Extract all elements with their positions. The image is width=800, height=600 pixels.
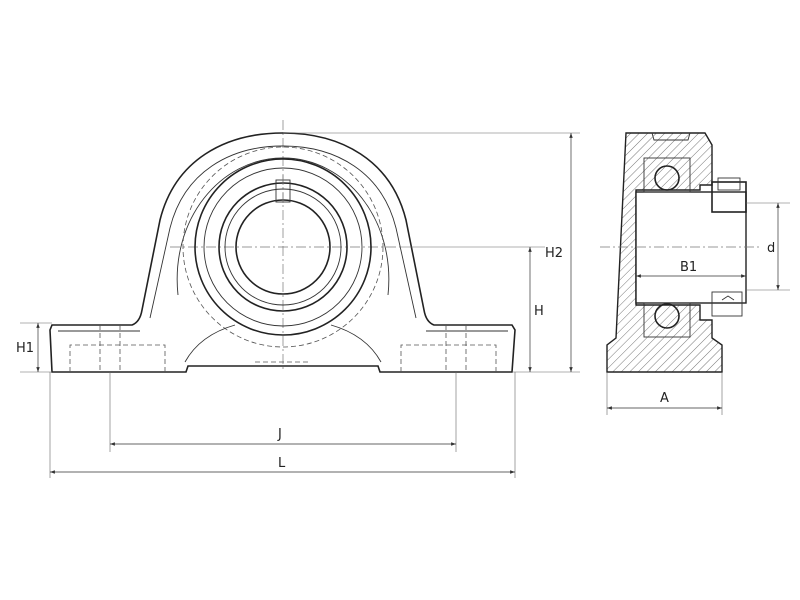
- foot-bolt-hole-left: [99, 325, 121, 372]
- collar-lower: [711, 291, 743, 317]
- rib-right: [330, 324, 382, 363]
- label-H2: H2: [545, 246, 563, 261]
- label-L: L: [278, 456, 286, 471]
- label-A: A: [660, 391, 669, 406]
- side-section-view: [600, 132, 760, 373]
- housing-inner-contour-2: [176, 157, 390, 296]
- label-H1: H1: [16, 341, 34, 356]
- outer-ring: [194, 158, 372, 336]
- foot-recess-right: [400, 344, 497, 372]
- top-race: [643, 157, 691, 193]
- label-H: H: [534, 304, 544, 319]
- housing-outline: [49, 132, 516, 373]
- housing-inner-contour: [149, 145, 417, 319]
- set-screw: [717, 177, 741, 191]
- label-d: d: [767, 241, 775, 256]
- rib-left: [184, 324, 236, 363]
- front-view: [49, 120, 516, 373]
- set-screw-collar: [711, 181, 747, 213]
- bottom-ball: [654, 303, 680, 329]
- foot-bolt-hole-right: [445, 325, 467, 372]
- label-J: J: [277, 427, 282, 442]
- bearing-insert: [635, 191, 747, 304]
- foot-recess-left: [69, 344, 166, 372]
- bottom-race: [643, 302, 691, 338]
- hidden-housing-bore: [182, 146, 384, 348]
- grease-slot: [651, 132, 691, 141]
- dimensions: H1 H H2 J L A B1 d: [16, 132, 790, 478]
- collar-notch: [721, 295, 735, 301]
- outer-ring-inner-edge: [203, 167, 363, 327]
- label-B1: B1: [680, 260, 697, 275]
- top-ball: [654, 165, 680, 191]
